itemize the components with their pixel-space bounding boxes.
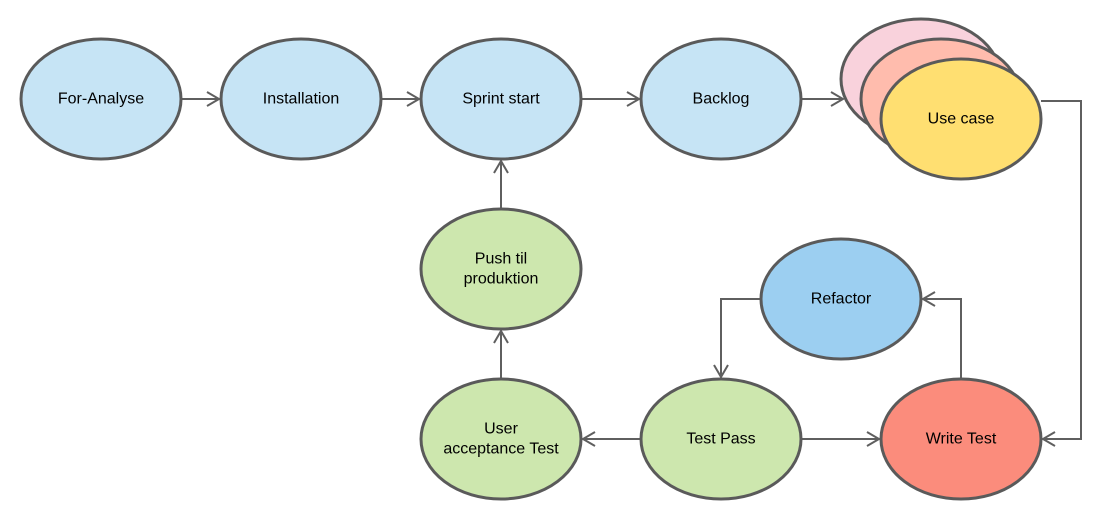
node-for-analyse-label-line-1: For-Analyse bbox=[58, 91, 144, 108]
node-for-analyse-shape bbox=[19, 37, 183, 161]
node-backlog: Backlog bbox=[639, 37, 803, 161]
edge-write-test-to-refactor bbox=[921, 291, 962, 379]
node-use-case-shape bbox=[879, 57, 1043, 181]
node-test-pass: Test Pass bbox=[639, 377, 803, 501]
node-write-test-shape bbox=[879, 377, 1043, 501]
node-push-til-produktion-label-line-1: Push til bbox=[475, 251, 527, 268]
node-push-til-produktion-shape bbox=[419, 207, 583, 331]
node-push-til-produktion: Push til produktion bbox=[419, 207, 583, 331]
node-sprint-start: Sprint start bbox=[419, 37, 583, 161]
node-refactor-label-line-1: Refactor bbox=[811, 291, 872, 308]
node-refactor-shape bbox=[759, 237, 923, 361]
node-test-pass-label-line-1: Test Pass bbox=[686, 431, 755, 448]
node-for-analyse: For-Analyse bbox=[19, 37, 183, 161]
node-user-acceptance-test-label-line-2: acceptance Test bbox=[443, 441, 559, 458]
node-sprint-start-label-line-1: Sprint start bbox=[462, 91, 540, 108]
node-installation: Installation bbox=[219, 37, 383, 161]
nodes-layer: For-Analyse Installation Sprint start Backl… bbox=[19, 17, 1043, 501]
node-use-case-label-line-1: Use case bbox=[928, 111, 995, 128]
node-write-test: Write Test bbox=[879, 377, 1043, 501]
node-refactor: Refactor bbox=[759, 237, 923, 361]
node-user-acceptance-test-shape bbox=[419, 377, 583, 501]
edge-refactor-to-test-pass bbox=[713, 298, 761, 379]
node-user-acceptance-test-label-line-1: User bbox=[484, 421, 518, 438]
node-backlog-shape bbox=[639, 37, 803, 161]
node-user-acceptance-test: User acceptance Test bbox=[419, 377, 583, 501]
node-test-pass-shape bbox=[639, 377, 803, 501]
node-sprint-start-shape bbox=[419, 37, 583, 161]
node-installation-label-line-1: Installation bbox=[263, 91, 340, 108]
node-write-test-label-line-1: Write Test bbox=[926, 431, 997, 448]
node-push-til-produktion-label-line-2: produktion bbox=[464, 271, 539, 288]
edges-layer bbox=[181, 91, 1082, 447]
node-installation-shape bbox=[219, 37, 383, 161]
node-use-case: Use case bbox=[839, 17, 1043, 181]
edge-use-case-to-write-test bbox=[1041, 100, 1082, 447]
node-backlog-label-line-1: Backlog bbox=[693, 91, 750, 108]
